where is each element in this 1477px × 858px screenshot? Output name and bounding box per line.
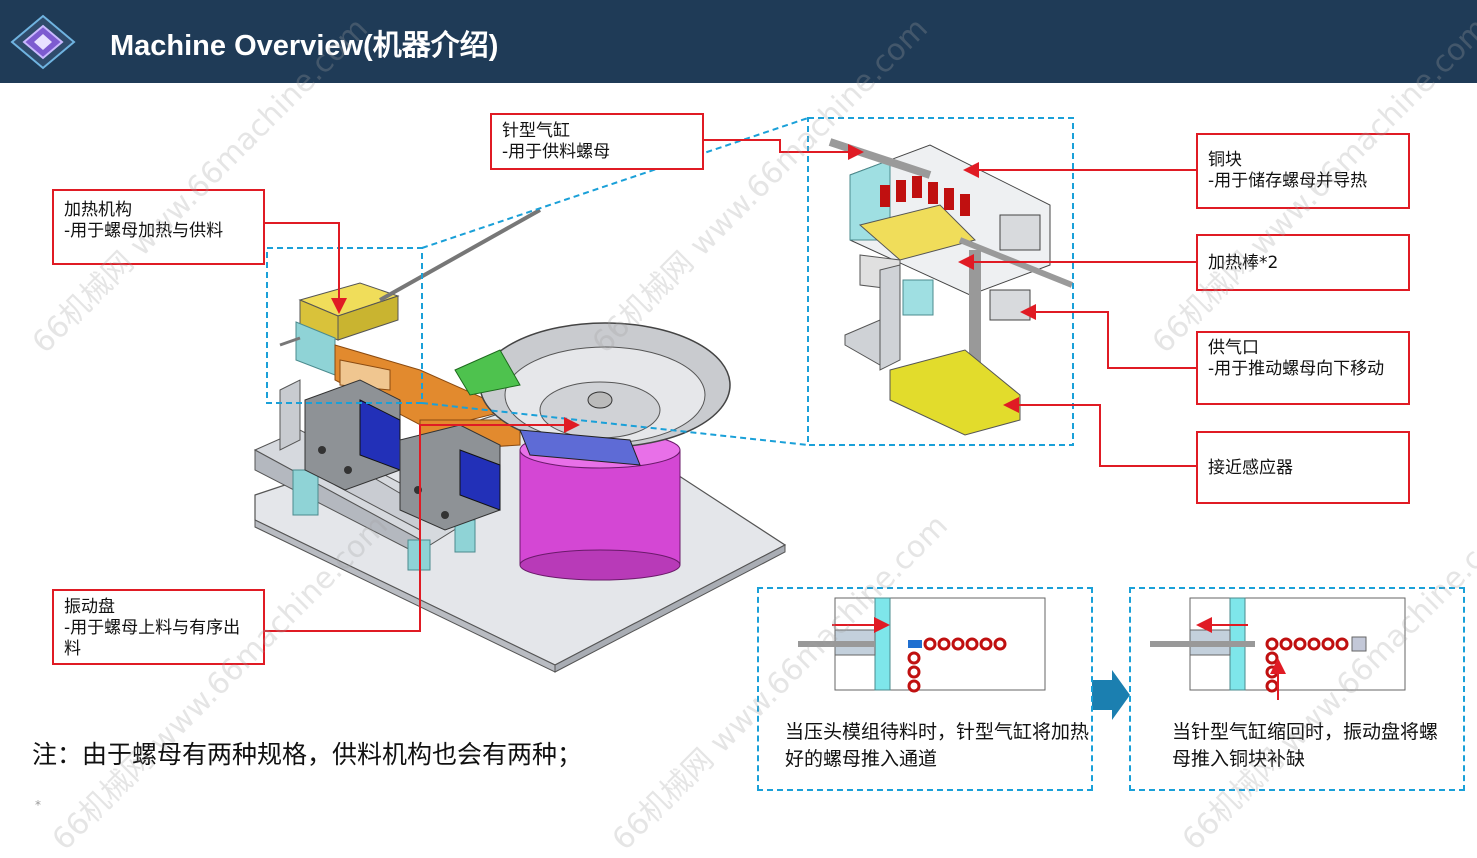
step2-panel	[1129, 587, 1465, 791]
footer-mark: *	[35, 798, 41, 812]
callout-heating-mechanism: 加热机构 -用于螺母加热与供料	[52, 189, 265, 265]
step1-diagram	[798, 597, 1046, 693]
callout-desc: -用于螺母加热与供料	[64, 221, 224, 241]
callout-desc: -用于推动螺母向下移动	[1208, 359, 1385, 379]
step2-diagram	[1150, 597, 1406, 700]
callout-title: 接近感应器	[1208, 458, 1293, 478]
callout-vibratory-bowl: 振动盘 -用于螺母上料与有序出料	[52, 589, 265, 665]
step1-panel	[757, 587, 1093, 791]
callout-air-inlet: 供气口 -用于推动螺母向下移动	[1196, 331, 1410, 405]
callout-title: 振动盘	[64, 597, 115, 617]
callout-copper-block: 铜块 -用于储存螺母并导热	[1196, 133, 1410, 209]
callout-title: 针型气缸	[502, 121, 570, 141]
callout-desc: -用于螺母上料与有序出料	[64, 618, 241, 659]
machine-illustration	[253, 117, 1406, 720]
heating-module	[279, 208, 541, 376]
callout-proximity-sensor: 接近感应器	[1196, 431, 1410, 504]
callout-desc: -用于供料螺母	[502, 142, 611, 162]
heated-nuts-row	[880, 176, 970, 216]
callout-needle-cylinder: 针型气缸 -用于供料螺母	[490, 113, 704, 170]
callout-desc: -用于储存螺母并导热	[1208, 171, 1368, 191]
leader-lines	[263, 139, 1196, 632]
step2-caption: 当针型气缸缩回时，振动盘将螺母推入铜块补缺	[1172, 721, 1439, 770]
logo-icon	[10, 14, 76, 70]
callout-title: 加热棒*2	[1208, 253, 1279, 273]
step1-caption: 当压头模组待料时，针型气缸将加热好的螺母推入通道	[785, 721, 1090, 770]
callout-title: 供气口	[1208, 338, 1259, 358]
page-title: Machine Overview(机器介绍)	[110, 30, 499, 62]
footnote: 注：由于螺母有两种规格，供料机构也会有两种；	[32, 740, 583, 769]
next-step-arrow-icon	[1092, 670, 1130, 720]
title-bar: Machine Overview(机器介绍)	[0, 0, 1477, 83]
callout-heater-rod: 加热棒*2	[1196, 234, 1410, 291]
callout-title: 加热机构	[64, 200, 132, 220]
detail-view	[828, 138, 1074, 436]
callout-title: 铜块	[1208, 150, 1242, 170]
vibrator-units	[304, 379, 501, 531]
